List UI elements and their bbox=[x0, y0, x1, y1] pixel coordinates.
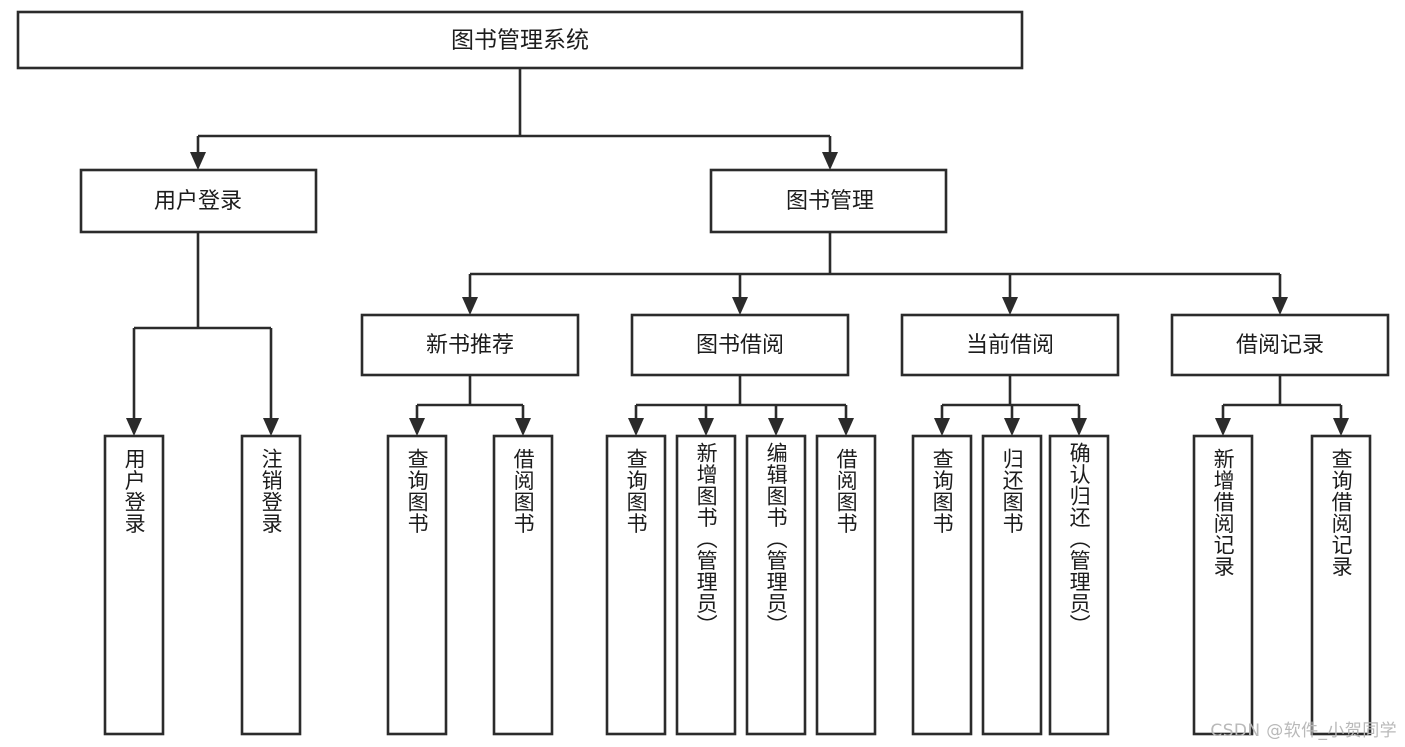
leaf-box-borrow-record-2[interactable] bbox=[1310, 434, 1372, 736]
leaf-box-book-borrow-2[interactable] bbox=[675, 434, 737, 736]
node-borrow-record-label: 借阅记录 bbox=[1236, 333, 1324, 358]
arrow-book-borrow-leaf-1 bbox=[628, 418, 644, 436]
leaf-box-borrow-record-1[interactable] bbox=[1192, 434, 1254, 736]
connector-group-user-login bbox=[126, 232, 279, 436]
arrow-borrow-record-leaf-1 bbox=[1215, 418, 1231, 436]
node-root-box[interactable] bbox=[16, 10, 1024, 70]
node-user-login-box[interactable] bbox=[79, 168, 318, 234]
connector-group-book-manage bbox=[462, 232, 1288, 315]
node-user-login-label: 用户登录 bbox=[154, 189, 242, 214]
node-book-manage-label: 图书管理 bbox=[786, 189, 874, 214]
arrow-root-to-book-manage bbox=[822, 152, 838, 170]
node-new-book-recommend-box[interactable] bbox=[360, 313, 580, 377]
node-borrow-record[interactable]: 借阅记录 bbox=[1170, 313, 1390, 377]
leaf-box-user-login-2[interactable] bbox=[240, 434, 302, 736]
arrow-current-borrow-leaf-1 bbox=[934, 418, 950, 436]
arrow-book-manage-to-record bbox=[1272, 297, 1288, 315]
node-current-borrow-label: 当前借阅 bbox=[966, 333, 1054, 358]
arrow-root-to-user-login bbox=[190, 152, 206, 170]
connector-group-current-borrow bbox=[934, 375, 1087, 436]
arrow-book-borrow-leaf-3 bbox=[768, 418, 784, 436]
node-current-borrow[interactable]: 当前借阅 bbox=[900, 313, 1120, 377]
node-book-borrow-box[interactable] bbox=[630, 313, 850, 377]
connector-group-new-book-recommend bbox=[409, 375, 531, 436]
node-book-manage[interactable]: 图书管理 bbox=[709, 168, 948, 234]
node-book-manage-box[interactable] bbox=[709, 168, 948, 234]
node-borrow-record-box[interactable] bbox=[1170, 313, 1390, 377]
arrow-current-borrow-leaf-2 bbox=[1004, 418, 1020, 436]
arrow-book-borrow-leaf-4 bbox=[838, 418, 854, 436]
connector-group-root bbox=[190, 68, 838, 170]
arrow-borrow-record-leaf-2 bbox=[1333, 418, 1349, 436]
connector-group-borrow-record bbox=[1215, 375, 1349, 436]
node-current-borrow-box[interactable] bbox=[900, 313, 1120, 377]
leaf-box-book-borrow-4[interactable] bbox=[815, 434, 877, 736]
arrow-book-manage-to-borrow bbox=[732, 297, 748, 315]
node-new-book-recommend-label: 新书推荐 bbox=[426, 333, 514, 358]
node-root[interactable]: 图书管理系统 bbox=[16, 10, 1024, 70]
leaf-box-user-login-1[interactable] bbox=[103, 434, 165, 736]
arrow-current-borrow-leaf-3 bbox=[1071, 418, 1087, 436]
node-book-borrow-label: 图书借阅 bbox=[696, 333, 784, 358]
leaf-box-current-borrow-1[interactable] bbox=[911, 434, 973, 736]
arrow-user-login-leaf-2 bbox=[263, 418, 279, 436]
node-new-book-recommend[interactable]: 新书推荐 bbox=[360, 313, 580, 377]
connector-group-book-borrow bbox=[628, 375, 854, 436]
arrow-book-borrow-leaf-2 bbox=[698, 418, 714, 436]
leaf-box-current-borrow-2[interactable] bbox=[981, 434, 1043, 736]
leaf-box-current-borrow-3[interactable] bbox=[1048, 434, 1110, 736]
arrow-new-book-leaf-2 bbox=[515, 418, 531, 436]
leaf-box-new-book-2[interactable] bbox=[492, 434, 554, 736]
arrow-book-manage-to-new-book bbox=[462, 297, 478, 315]
node-user-login[interactable]: 用户登录 bbox=[79, 168, 318, 234]
node-book-borrow[interactable]: 图书借阅 bbox=[630, 313, 850, 377]
arrow-book-manage-to-current bbox=[1002, 297, 1018, 315]
arrow-user-login-leaf-1 bbox=[126, 418, 142, 436]
arrow-new-book-leaf-1 bbox=[409, 418, 425, 436]
leaf-box-book-borrow-1[interactable] bbox=[605, 434, 667, 736]
node-root-label: 图书管理系统 bbox=[451, 28, 589, 54]
leaf-box-book-borrow-3[interactable] bbox=[745, 434, 807, 736]
leaf-box-new-book-1[interactable] bbox=[386, 434, 448, 736]
